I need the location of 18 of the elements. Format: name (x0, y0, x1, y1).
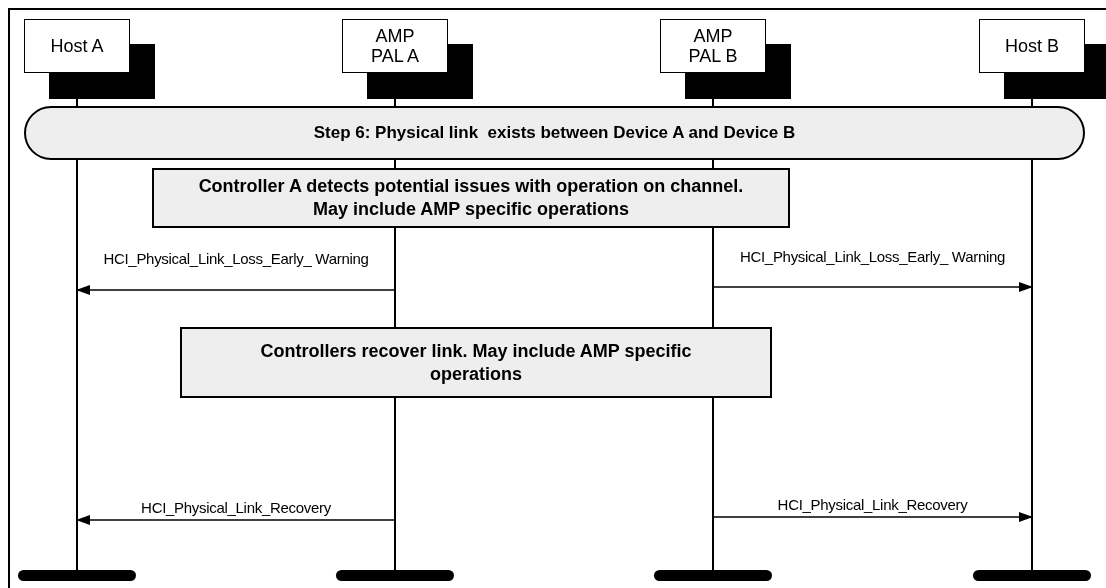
message-label: HCI_Physical_Link_Loss_Early_ Warning (738, 248, 1007, 265)
node-text: Host A (50, 36, 104, 56)
node-text: Controllers recover link. May include AMP specific operations (259, 339, 693, 386)
message-arrow (76, 515, 396, 525)
message-arrow (712, 282, 1033, 292)
node-text: AMP PAL B (687, 26, 739, 66)
node-text: Controller A detects potential issues with operation on channel. May include AMP specific operations (197, 175, 745, 221)
node-text: AMP PAL A (369, 26, 420, 66)
message-label: HCI_Physical_Link_Recovery (140, 499, 332, 516)
note-box (152, 168, 790, 228)
note-box (180, 327, 772, 398)
step-band (24, 106, 1085, 160)
node-text: Host B (1005, 36, 1059, 56)
node-text: Step 6: Physical link exists between Device A and Device B (313, 123, 796, 143)
message-arrow (76, 285, 396, 295)
message-label: HCI_Physical_Link_Loss_Early_ Warning (102, 250, 370, 267)
message-arrow (712, 512, 1033, 522)
message-label: HCI_Physical_Link_Recovery (776, 496, 969, 513)
